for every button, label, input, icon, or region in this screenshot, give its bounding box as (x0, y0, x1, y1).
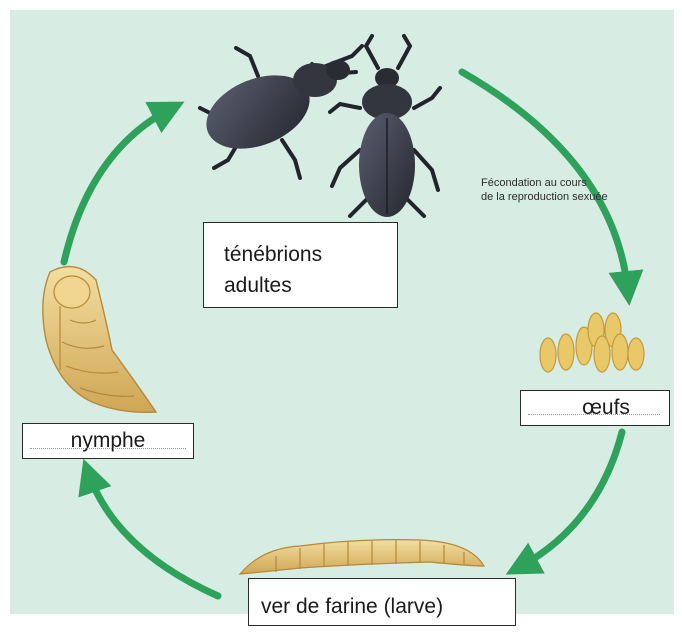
arrow-larve-to-nymphe (88, 472, 218, 596)
arrow-oeufs-to-larve (518, 432, 622, 568)
label-eggs: œufs (520, 390, 670, 426)
label-adult-beetles-line1: ténébrions (224, 239, 397, 270)
label-nymph: nymphe (22, 423, 194, 459)
label-adult-beetles-line2: adultes (224, 270, 397, 301)
arrow-nymphe-to-adultes (64, 108, 172, 262)
label-nymph-dotted-line (30, 448, 186, 449)
label-eggs-dotted-line (528, 414, 660, 415)
label-larva-text: ver de farine (larve) (261, 595, 443, 618)
label-adult-beetles: ténébrions adultes (203, 222, 398, 308)
label-larva: ver de farine (larve) (248, 578, 516, 626)
cycle-arrows (64, 72, 628, 596)
nymph-illustration (43, 267, 156, 413)
annotation-line-2: de la reproduction sexuée (481, 191, 608, 203)
annotation-line-1: Fécondation au cours (481, 177, 587, 189)
eggs-illustration (540, 313, 644, 372)
adult-beetles-illustration (196, 36, 440, 217)
label-eggs-text: œufs (582, 396, 630, 419)
fecondation-annotation: Fécondation au cours de la reproduction … (481, 176, 608, 204)
larva-illustration (240, 540, 484, 574)
